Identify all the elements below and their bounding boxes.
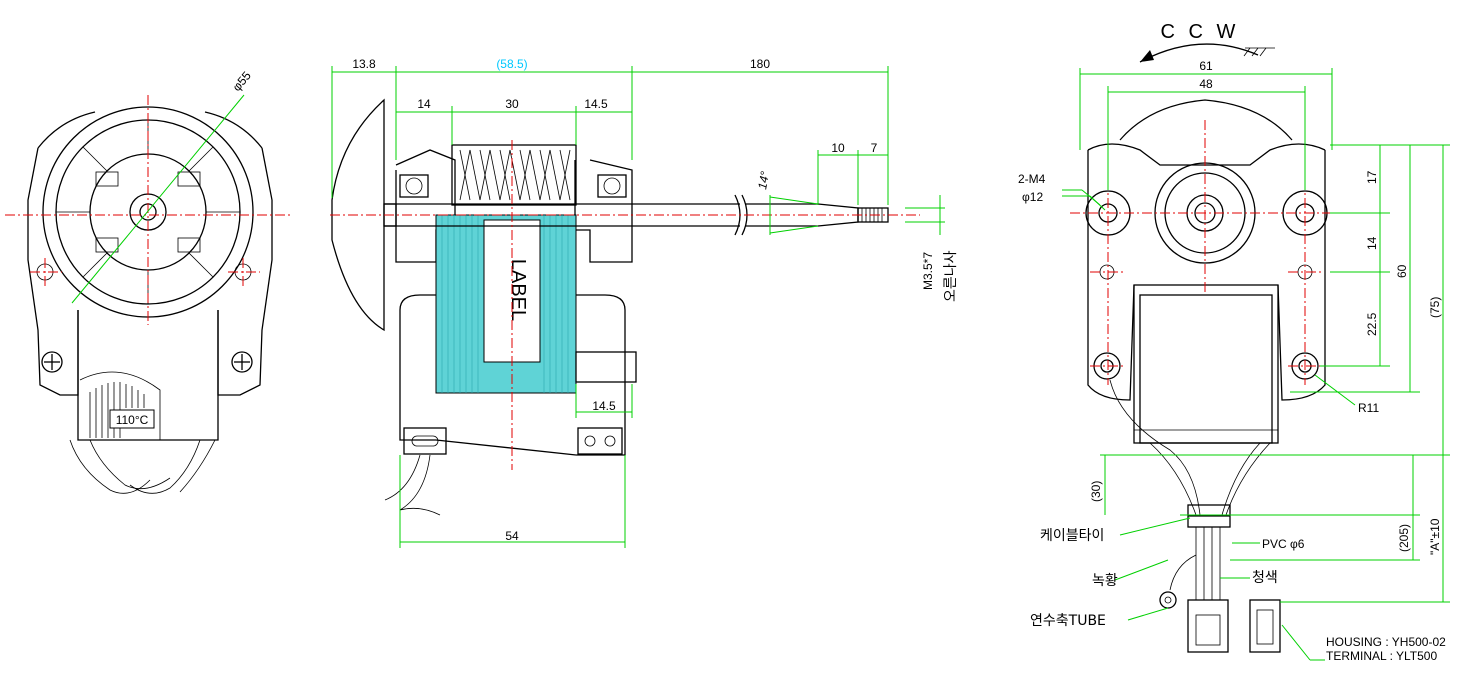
dim-base-width: 54 bbox=[505, 529, 519, 543]
dim-thread-spec: M3.5*7 bbox=[921, 252, 935, 290]
label-text: LABEL bbox=[507, 259, 529, 321]
dim-core: 30 bbox=[505, 97, 519, 111]
thermal-label: 110°C bbox=[116, 413, 149, 427]
dim-cable-len: (205) bbox=[1397, 524, 1411, 552]
angle-label: 14° bbox=[755, 170, 772, 191]
green-yellow-label: 녹황 bbox=[1092, 573, 1118, 589]
end-view: C C W bbox=[1018, 21, 1450, 663]
pvc-label: PVC φ6 bbox=[1262, 537, 1305, 551]
dim-left-bearing: 14 bbox=[417, 97, 431, 111]
holes-label: 2-M4 bbox=[1018, 172, 1046, 186]
terminal-label: TERMINAL : YLT500 bbox=[1326, 649, 1437, 663]
front-view: 110°C φ55 bbox=[5, 68, 290, 494]
dim-total: (75) bbox=[1428, 297, 1442, 318]
dim-right-bearing: 14.5 bbox=[584, 97, 608, 111]
rotation-label: C C W bbox=[1161, 21, 1240, 43]
dim-thread-len: 7 bbox=[871, 141, 878, 155]
dim-cable-start: (30) bbox=[1089, 481, 1103, 502]
dim-outer-width: 61 bbox=[1199, 59, 1213, 73]
housing-label: HOUSING : YH500-02 bbox=[1326, 635, 1446, 649]
dim-mid: 14 bbox=[1365, 236, 1379, 250]
dim-top: 17 bbox=[1365, 170, 1379, 184]
dim-overall-left: 13.8 bbox=[352, 57, 376, 71]
dim-height: 60 bbox=[1395, 264, 1409, 278]
boss-label: φ12 bbox=[1022, 190, 1043, 204]
dim-tip-taper: 10 bbox=[831, 141, 845, 155]
tube-label: 연수축TUBE bbox=[1030, 613, 1106, 629]
dim-shaft: 180 bbox=[750, 57, 770, 71]
dim-lug-offset: 14.5 bbox=[592, 399, 616, 413]
diameter-label: φ55 bbox=[230, 68, 255, 93]
side-view: LABEL 14° bbox=[330, 57, 959, 548]
cable-tie-label: 케이블타이 bbox=[1040, 528, 1104, 544]
dim-lead-len: "A"±10 bbox=[1428, 518, 1442, 555]
dim-hole-spacing: 48 bbox=[1199, 77, 1213, 91]
thread-note: 오른나사 bbox=[943, 250, 959, 302]
blue-label: 청색 bbox=[1252, 570, 1278, 586]
dim-lower: 22.5 bbox=[1365, 312, 1379, 336]
dim-core-total: (58.5) bbox=[496, 57, 527, 71]
radius-label: R11 bbox=[1358, 401, 1379, 415]
